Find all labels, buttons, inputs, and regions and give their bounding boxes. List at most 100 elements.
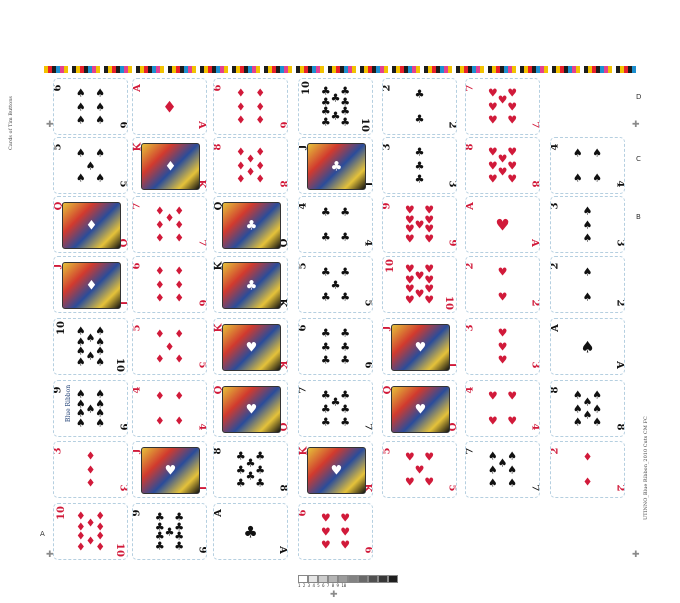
suit-pip-icon: ♥ [340,538,351,552]
color-swatch [260,66,264,73]
suit-pip-icon: ♣ [154,520,165,534]
color-swatch [56,66,60,73]
suit-pip-icon: ♠ [582,265,593,279]
card-index-bottom: 5 [117,180,128,188]
color-swatch [128,66,132,73]
color-swatch [348,66,352,73]
suit-pip-icon: ♦ [154,264,165,278]
color-swatch [276,66,280,73]
color-swatch [124,66,128,73]
suit-pip-icon: ♥ [507,389,518,403]
color-swatch [224,66,228,73]
color-swatch [84,66,88,73]
suit-pip-icon: ♥ [487,414,498,428]
row-letter-a: A [40,530,45,538]
color-swatch [516,66,520,73]
suit-pip-icon: ♣ [235,476,246,490]
suit-pip-icon: ♦ [174,204,185,218]
suit-pip-icon: ♥ [487,389,498,403]
suit-pip-icon: ♣ [320,326,331,340]
color-swatch [228,66,232,73]
suit-pip-icon: ♠ [75,100,86,113]
color-swatch [592,66,596,73]
suit-pip-icon: ♦ [162,97,177,116]
color-swatch [548,66,552,73]
card-index-bottom: 7 [529,121,540,129]
suit-pip-icon: ♦ [235,113,246,127]
suit-pip-icon: ♥ [404,222,415,236]
suit-pip-icon: ♠ [95,397,106,411]
suit-pip-icon: ♣ [320,353,331,367]
card-face: ♥♥♥♥ [474,386,531,431]
suit-pip-icon: ♣ [340,290,351,304]
card-face: ♠♠♠♠♠♠♠♠ [559,386,616,431]
card-face: ♦♦♦♦♦♦♦♦♦♦ [62,509,119,554]
suit-pip-icon: ♥ [497,152,508,166]
color-swatch [68,66,72,73]
suit-pip-icon: ♥ [424,293,435,307]
registration-mark: ✚ [46,120,54,130]
color-swatch [460,66,464,73]
card-face: ♥♥♥♥♥ [391,447,448,492]
card-face: ♦ [141,84,198,129]
color-swatch [624,66,628,73]
suit-pip-icon: ♠ [572,415,583,429]
suit-pip-icon: ♣ [320,402,331,415]
suit-pip-icon: ♦ [582,450,593,464]
suit-pip-icon: ♦ [235,100,246,113]
color-swatch [628,66,632,73]
color-swatch [100,66,104,73]
court-suit-icon: ♣ [245,278,258,293]
suit-pip-icon: ♦ [85,534,96,547]
color-swatch [204,66,208,73]
card-face: ♥ [222,324,281,371]
suit-pip-icon: ♥ [487,100,498,113]
suit-pip-icon: ♥ [424,222,435,236]
suit-pip-icon: ♦ [174,218,185,231]
suit-pip-icon: ♦ [85,476,96,490]
suit-pip-icon: ♠ [85,402,96,415]
suit-pip-icon: ♠ [572,402,583,415]
color-swatch [364,66,368,73]
density-swatch [338,575,348,583]
color-swatch [120,66,124,73]
suit-pip-icon: ♠ [582,408,593,422]
color-swatch [240,66,244,73]
suit-pip-icon: ♥ [497,93,508,107]
court-suit-icon: ♦ [85,278,98,293]
suit-pip-icon: ♣ [320,205,331,219]
suit-pip-icon: ♥ [404,273,415,287]
card-index-bottom: 3 [614,239,625,247]
suit-pip-icon: ♣ [340,340,351,353]
suit-pip-icon: ♠ [487,476,498,490]
suit-pip-icon: ♠ [75,86,86,100]
suit-pip-icon: ♦ [174,414,185,428]
suit-pip-icon: ♦ [85,463,96,476]
suit-pip-icon: ♣ [340,205,351,219]
color-swatch [492,66,496,73]
color-swatch [464,66,468,73]
color-swatch [588,66,592,73]
card-face: ♣♣♣♣♣♣ [307,324,364,369]
suit-pip-icon: ♥ [414,287,425,300]
color-swatch [524,66,528,73]
sheet-right-margin-text: UTINNO_Blue Ribbon_2010 Cuts CM FC [643,416,649,520]
suit-pip-icon: ♦ [85,449,96,463]
card-index-bottom: 5 [362,299,373,307]
color-swatch [136,66,140,73]
suit-pip-icon: ♥ [507,172,518,186]
color-swatch [208,66,212,73]
color-swatch [552,66,556,73]
suit-pip-icon: ♥ [497,290,508,304]
color-swatch [300,66,304,73]
suit-pip-icon: ♣ [320,290,331,304]
card-face: ♣♣♣♣♣♣♣♣♣ [141,509,198,554]
suit-pip-icon: ♣ [340,402,351,415]
color-swatch [380,66,384,73]
